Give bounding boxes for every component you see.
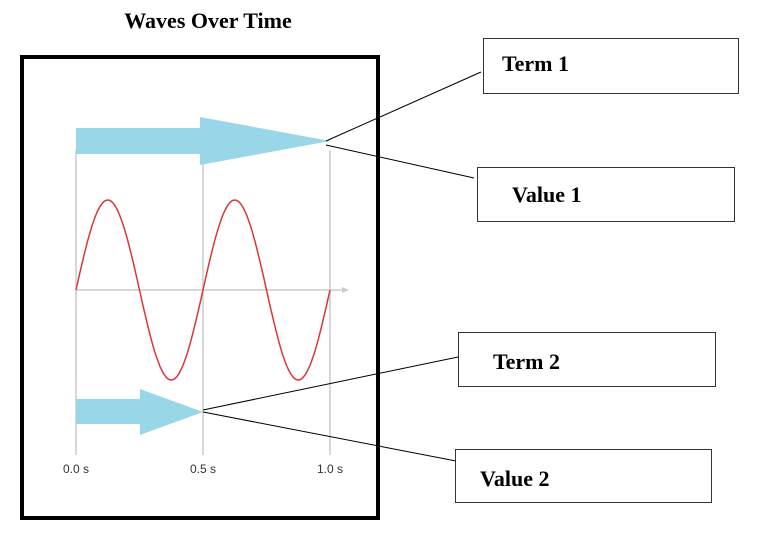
- term-2-arrow: [76, 389, 203, 435]
- diagram-title: Waves Over Time: [124, 8, 292, 33]
- term-1-label: Term 1: [502, 51, 570, 76]
- term-2-label: Term 2: [493, 349, 561, 374]
- time-axis-arrowhead: [342, 287, 349, 293]
- value-1-leader: [325, 144, 475, 179]
- tick-label: 0.5 s: [190, 462, 216, 476]
- term-1-box: Term 1: [483, 38, 739, 94]
- plot-frame: [20, 55, 380, 520]
- value-1-label: Value 1: [512, 182, 582, 207]
- tick-label: 0.0 s: [63, 462, 89, 476]
- sine-wave: [75, 199, 331, 381]
- tick-label: 1.0 s: [317, 462, 343, 476]
- value-2-label: Value 2: [480, 466, 550, 491]
- value-2-leader: [202, 411, 457, 462]
- term-2-box: Term 2: [458, 332, 716, 387]
- term-1-arrow: [76, 117, 330, 165]
- value-2-box: Value 2: [455, 449, 712, 503]
- term-1-leader: [325, 71, 482, 142]
- term-2-leader: [202, 356, 459, 411]
- value-1-box: Value 1: [477, 167, 735, 222]
